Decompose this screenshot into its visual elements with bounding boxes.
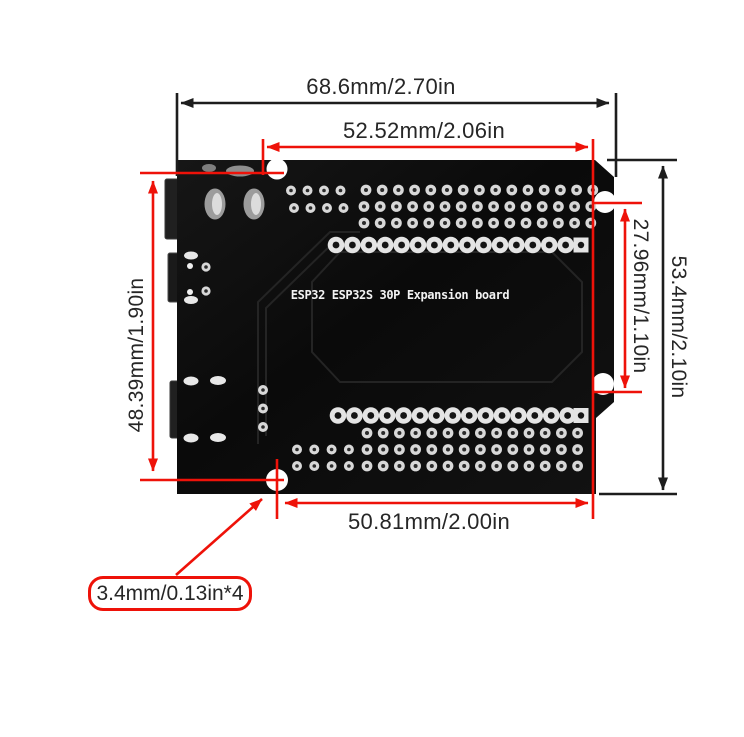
mounting-hole-leader-arrow <box>175 498 263 576</box>
mounting-hole-top-left <box>266 158 288 180</box>
mounting-hole-bottom-right <box>592 373 614 395</box>
mounting-hole-callout: 3.4mm/0.13in*4 <box>88 576 252 611</box>
label-left-hole-span: 48.39mm/1.90in <box>125 277 148 433</box>
solder-pads <box>183 164 599 472</box>
dim-overall-width <box>175 93 618 177</box>
dc-jack-connector <box>164 178 180 240</box>
label-right-hole-span: 27.96mm/1.10in <box>629 218 652 374</box>
mounting-hole-callout-label: 3.4mm/0.13in*4 <box>96 581 244 605</box>
dimension-lines <box>140 93 677 576</box>
dim-left-hole-span <box>140 171 284 482</box>
dim-top-pin-span <box>261 139 595 519</box>
board-silkscreen-label: ESP32 ESP32S 30P Expansion board <box>290 288 510 302</box>
label-top-pin-span: 52.52mm/2.06in <box>343 118 505 143</box>
label-overall-height: 53.4mm/2.10in <box>667 255 690 399</box>
dim-bottom-pin-span <box>275 459 589 519</box>
label-bottom-pin-span: 50.81mm/2.00in <box>348 509 510 534</box>
label-overall-width: 68.6mm/2.70in <box>306 74 456 99</box>
dim-right-hole-span <box>594 201 642 394</box>
dim-overall-height <box>599 158 677 496</box>
